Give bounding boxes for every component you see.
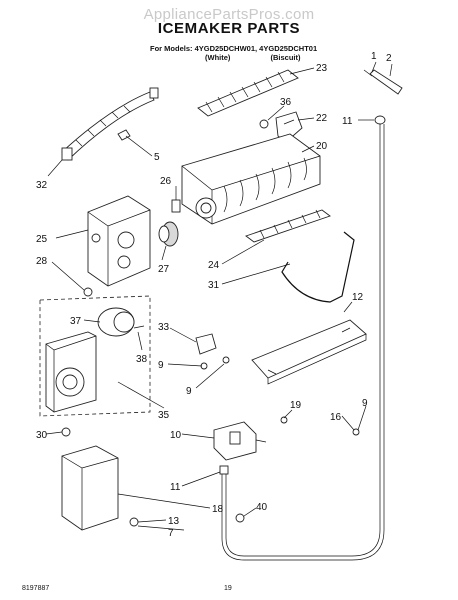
water-line-tube <box>225 124 381 557</box>
part-16-clip[interactable] <box>352 428 360 436</box>
callout-32: 32 <box>36 180 48 191</box>
callout-35: 35 <box>158 410 170 421</box>
callout-40: 40 <box>256 502 268 513</box>
callout-30: 30 <box>36 430 48 441</box>
part-9-screw-b[interactable] <box>222 356 230 364</box>
callout-9-a: 9 <box>158 360 164 371</box>
part-37-motor[interactable] <box>97 307 135 337</box>
callout-28: 28 <box>36 256 48 267</box>
part-25-module-housing[interactable] <box>87 195 151 287</box>
part-22-cover[interactable] <box>275 111 303 143</box>
part-36-screw[interactable] <box>259 119 269 129</box>
callout-12: 12 <box>352 292 364 303</box>
leader-lines <box>45 61 393 531</box>
callout-9-c: 9 <box>362 398 368 409</box>
part-24-stripper[interactable] <box>245 209 331 243</box>
part-33-switch[interactable] <box>195 333 217 355</box>
variant-white: (White) <box>205 53 231 62</box>
part-31-shutoff-arm[interactable] <box>281 231 355 303</box>
callout-36: 36 <box>280 97 292 108</box>
diagram-title: ICEMAKER PARTS <box>157 20 301 37</box>
part-40-clamp[interactable] <box>235 513 245 523</box>
part-18-cover[interactable] <box>61 445 119 531</box>
part-23-ejector[interactable] <box>197 69 299 117</box>
part-11-grommet-top[interactable] <box>374 115 386 125</box>
callout-22: 22 <box>316 113 328 124</box>
part-32-wire-harness[interactable] <box>61 87 159 161</box>
callout-1: 1 <box>371 51 377 62</box>
callout-18: 18 <box>212 504 224 515</box>
color-variants: (White) (Biscuit) <box>205 53 339 62</box>
callout-33: 33 <box>158 322 170 333</box>
callout-labels: 1 2 23 36 22 11 5 20 32 26 25 27 28 24 3… <box>36 51 392 539</box>
callout-20: 20 <box>316 141 328 152</box>
callout-23: 23 <box>316 63 328 74</box>
callout-26: 26 <box>160 176 172 187</box>
callout-16: 16 <box>330 412 342 423</box>
part-2-fill-cup[interactable] <box>369 69 403 95</box>
part-26-fitting[interactable] <box>171 199 181 213</box>
callout-5: 5 <box>154 152 160 163</box>
part-10-water-valve[interactable] <box>213 421 267 461</box>
callout-38: 38 <box>136 354 148 365</box>
part-12-bracket[interactable] <box>251 319 367 385</box>
callout-13: 13 <box>168 516 180 527</box>
variant-biscuit: (Biscuit) <box>270 53 301 62</box>
callout-11-bottom: 11 <box>170 482 181 493</box>
part-27-coupling[interactable] <box>158 221 179 247</box>
part-38-wire-lead[interactable] <box>133 325 145 329</box>
callout-37: 37 <box>70 316 82 327</box>
document-number: 8197887 <box>22 585 50 592</box>
part-11-nut[interactable] <box>219 465 229 475</box>
part-28-screw[interactable] <box>83 287 93 297</box>
callout-2: 2 <box>386 53 392 64</box>
callout-27: 27 <box>158 264 170 275</box>
part-19-screw[interactable] <box>280 416 288 424</box>
part-35-mounting-plate[interactable] <box>45 331 97 413</box>
callout-11-top: 11 <box>342 116 353 127</box>
callout-7: 7 <box>168 528 174 539</box>
callout-31: 31 <box>208 280 220 291</box>
callout-19: 19 <box>290 400 302 411</box>
callout-10: 10 <box>170 430 182 441</box>
part-20-ice-mold[interactable] <box>181 133 321 225</box>
part-13-screw[interactable] <box>129 517 139 527</box>
motor-assembly-outline <box>39 295 151 417</box>
callout-25: 25 <box>36 234 48 245</box>
callout-9-b: 9 <box>186 386 192 397</box>
models-line: For Models: 4YGD25DCHW01, 4YGD25DCHT01 <box>150 44 318 53</box>
part-5-clip[interactable] <box>117 129 131 141</box>
watermark: AppliancePartsPros.com <box>143 6 315 23</box>
page-number: 19 <box>224 585 232 592</box>
part-30-screw[interactable] <box>61 427 71 437</box>
callout-24: 24 <box>208 260 220 271</box>
